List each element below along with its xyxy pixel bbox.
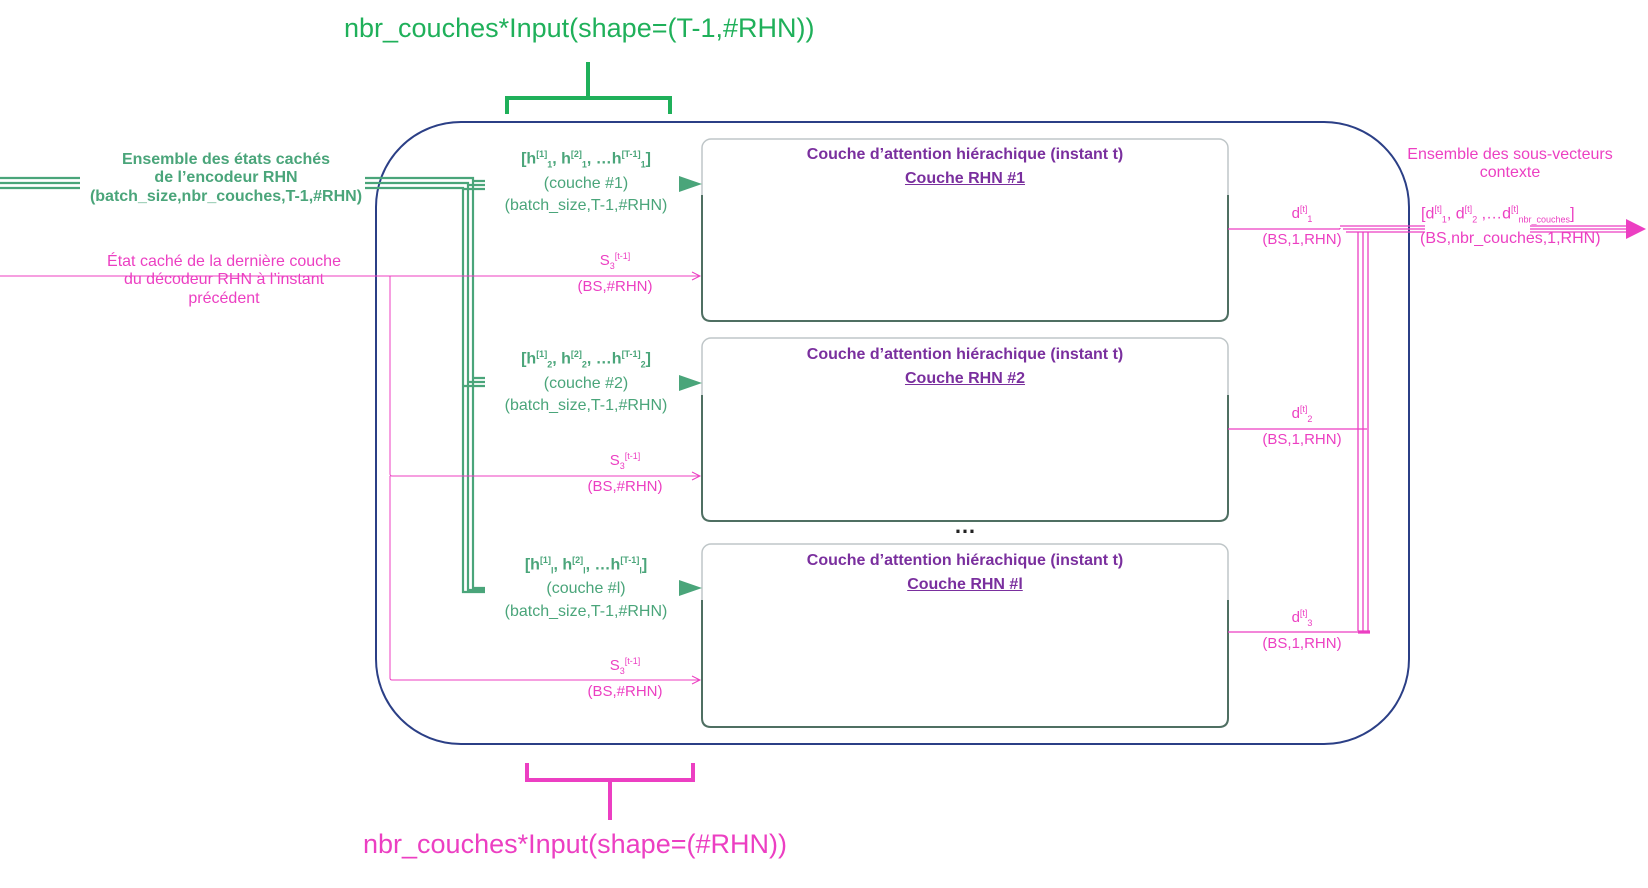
block-2-h-vector: [h[1]2, h[2]2, …h[T-1]2] — [521, 349, 651, 370]
block-3-subtitle: Couche RHN #l — [907, 576, 1023, 593]
decoder-label: État caché de la dernière couche du déco… — [107, 253, 341, 307]
context-output-lines — [1228, 225, 1638, 634]
attention-block-3-frame — [701, 543, 1229, 728]
block-1-d-label: d[t]1 — [1291, 204, 1313, 224]
encoder-arrows — [679, 176, 702, 596]
output-arrow — [1626, 219, 1646, 239]
block-2-title: Couche d’attention hiérachique (instant … — [806, 346, 1124, 363]
block-2-h-couche: (couche #2) — [543, 375, 629, 392]
block-1-s-label: S3[t-1] — [599, 251, 631, 271]
context-output-vector: [d[t]1, d[t]2 ,…d[t]nbr_couches] — [1421, 204, 1575, 225]
block-2-d-shape: (BS,1,RHN) — [1262, 431, 1342, 448]
ellipsis: … — [954, 513, 976, 538]
block-1-s-shape: (BS,#RHN) — [577, 278, 653, 295]
block-2-h-shape: (batch_size,T-1,#RHN) — [504, 397, 668, 414]
context-output-shape: (BS,nbr_couches,1,RHN) — [1420, 230, 1601, 247]
attention-block-1-frame — [701, 138, 1229, 322]
block-3-s-label: S3[t-1] — [609, 656, 641, 676]
block-1-d-shape: (BS,1,RHN) — [1262, 231, 1342, 248]
block-3-s-shape: (BS,#RHN) — [587, 683, 663, 700]
top-brace — [505, 62, 672, 114]
block-1-h-couche: (couche #1) — [543, 175, 629, 192]
block-1-h-shape: (batch_size,T-1,#RHN) — [504, 197, 668, 214]
block-3-d-label: d[t]3 — [1291, 608, 1313, 628]
block-2-s-label: S3[t-1] — [609, 451, 641, 471]
context-label: Ensemble des sous-vecteurs contexte — [1407, 146, 1613, 182]
block-3-h-vector: [h[1]l, h[2]l, …h[T-1]l] — [524, 555, 648, 576]
block-2-d-label: d[t]2 — [1291, 404, 1313, 424]
top-input-label: nbr_couches*Input(shape=(T-1,#RHN)) — [344, 13, 815, 43]
attention-block-2-frame — [701, 337, 1229, 522]
block-3-d-shape: (BS,1,RHN) — [1262, 635, 1342, 652]
bottom-brace — [525, 763, 695, 820]
block-3-h-couche: (couche #l) — [546, 580, 626, 597]
outer-container — [375, 121, 1410, 745]
block-1-subtitle: Couche RHN #1 — [904, 170, 1026, 187]
block-2-s-shape: (BS,#RHN) — [587, 478, 663, 495]
block-3-title: Couche d’attention hiérachique (instant … — [806, 552, 1124, 569]
bottom-input-label: nbr_couches*Input(shape=(#RHN)) — [363, 829, 787, 859]
encoder-bus — [0, 176, 485, 594]
block-3-h-shape: (batch_size,T-1,#RHN) — [504, 603, 668, 620]
block-1-title: Couche d’attention hiérachique (instant … — [806, 146, 1124, 163]
block-2-subtitle: Couche RHN #2 — [904, 370, 1026, 387]
decoder-lines — [0, 271, 702, 685]
encoder-label: Ensemble des états cachés de l’encodeur … — [89, 151, 363, 205]
block-1-h-vector: [h[1]1, h[2]1, …h[T-1]1] — [521, 149, 651, 170]
